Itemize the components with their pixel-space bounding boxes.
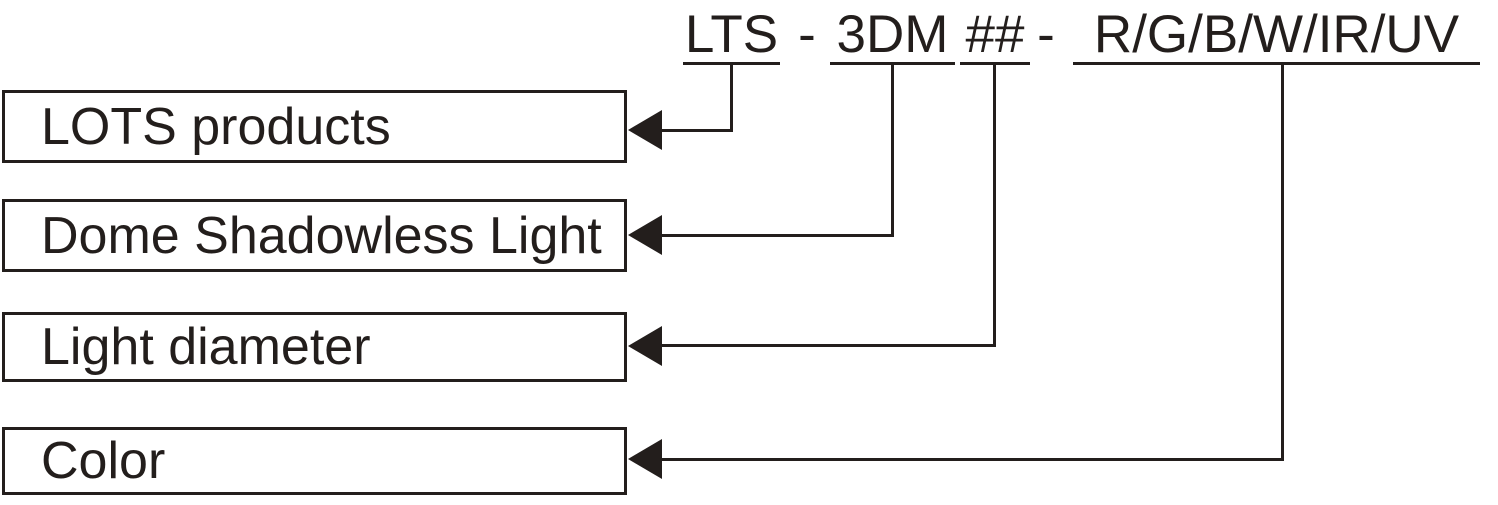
connector-horizontal-products [660, 129, 733, 132]
part-number-separator: - [1037, 5, 1055, 64]
legend-box-series: Dome Shadowless Light [2, 199, 627, 272]
connector-vertical-diameter [993, 62, 996, 347]
left-arrowhead-icon [628, 215, 662, 255]
left-arrowhead-icon [628, 110, 662, 150]
left-arrowhead-icon [628, 439, 662, 479]
part-number-segment-products: LTS [683, 5, 780, 65]
legend-box-color: Color [2, 427, 627, 495]
legend-label-diameter: Light diameter [41, 318, 371, 376]
connector-vertical-series [891, 62, 894, 237]
connector-vertical-products [730, 62, 733, 132]
legend-box-diameter: Light diameter [2, 312, 627, 382]
part-number-segment-diameter: ## [960, 7, 1030, 65]
legend-label-series: Dome Shadowless Light [41, 206, 602, 265]
part-number-segment-color: R/G/B/W/IR/UV [1073, 7, 1480, 65]
left-arrowhead-icon [628, 326, 662, 366]
connector-horizontal-color [660, 458, 1284, 461]
legend-label-products: LOTS products [41, 97, 391, 156]
connector-horizontal-series [660, 234, 894, 237]
part-number-segment-series: 3DM [830, 7, 955, 65]
part-number-separator: - [798, 5, 816, 64]
legend-label-color: Color [41, 432, 166, 490]
connector-vertical-color [1281, 62, 1284, 461]
connector-horizontal-diameter [660, 344, 996, 347]
legend-box-products: LOTS products [2, 90, 627, 163]
